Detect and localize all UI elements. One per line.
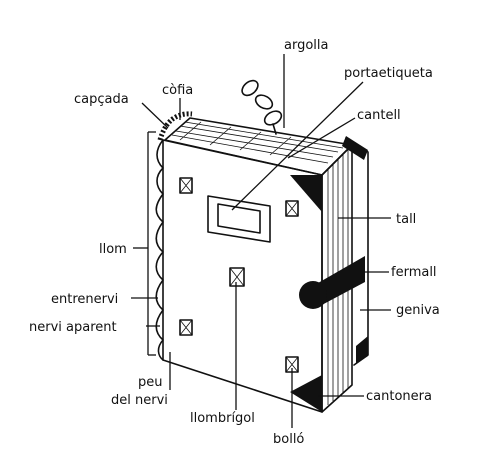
book-back-cover <box>345 137 369 366</box>
clasp-strap <box>318 256 365 307</box>
label-tall: tall <box>396 212 416 227</box>
book-top-page-lines <box>171 121 344 164</box>
leader-cantell <box>287 117 356 159</box>
label-fermall: fermall <box>391 265 437 280</box>
label-llom: llom <box>99 242 127 257</box>
label-portaetiqueta: portaetiqueta <box>344 66 433 81</box>
label-geniva: geniva <box>396 303 440 318</box>
boss <box>179 177 193 194</box>
labels: argolla portaetiqueta còfia capçada cant… <box>29 38 440 447</box>
leader-portaetiqueta <box>231 81 364 211</box>
book-back-corner-bottom <box>356 336 368 364</box>
label-capcada: capçada <box>74 92 129 107</box>
boss <box>285 200 299 217</box>
bosses <box>179 177 299 373</box>
ring-chain <box>241 79 283 135</box>
book-spine <box>155 139 164 361</box>
boss <box>229 267 245 287</box>
book-fore-edge <box>321 144 353 413</box>
boss <box>179 319 193 336</box>
label-llombrigol: llombrígol <box>190 411 255 426</box>
label-holder-window <box>217 203 261 234</box>
label-bollo: bolló <box>273 432 304 447</box>
label-cofia: còfia <box>162 83 193 98</box>
leader-capcada <box>141 102 169 129</box>
label-peu-line2: del nervi <box>111 393 168 408</box>
headband <box>157 111 193 141</box>
label-cantonera: cantonera <box>366 389 432 404</box>
label-nervi-aparent: nervi aparent <box>29 320 117 335</box>
leader-lines <box>131 54 391 428</box>
label-cantell: cantell <box>357 108 401 123</box>
label-peu-line1: peu <box>138 375 163 390</box>
cantonera-bottom <box>290 375 322 412</box>
label-holder-frame <box>207 195 271 243</box>
book-illustration <box>155 79 369 413</box>
label-argolla: argolla <box>284 38 328 53</box>
book-back-corner-top <box>342 136 368 160</box>
clasp-knob <box>299 281 327 309</box>
cantonera-top <box>290 175 322 212</box>
label-entrenervi: entrenervi <box>51 292 118 307</box>
